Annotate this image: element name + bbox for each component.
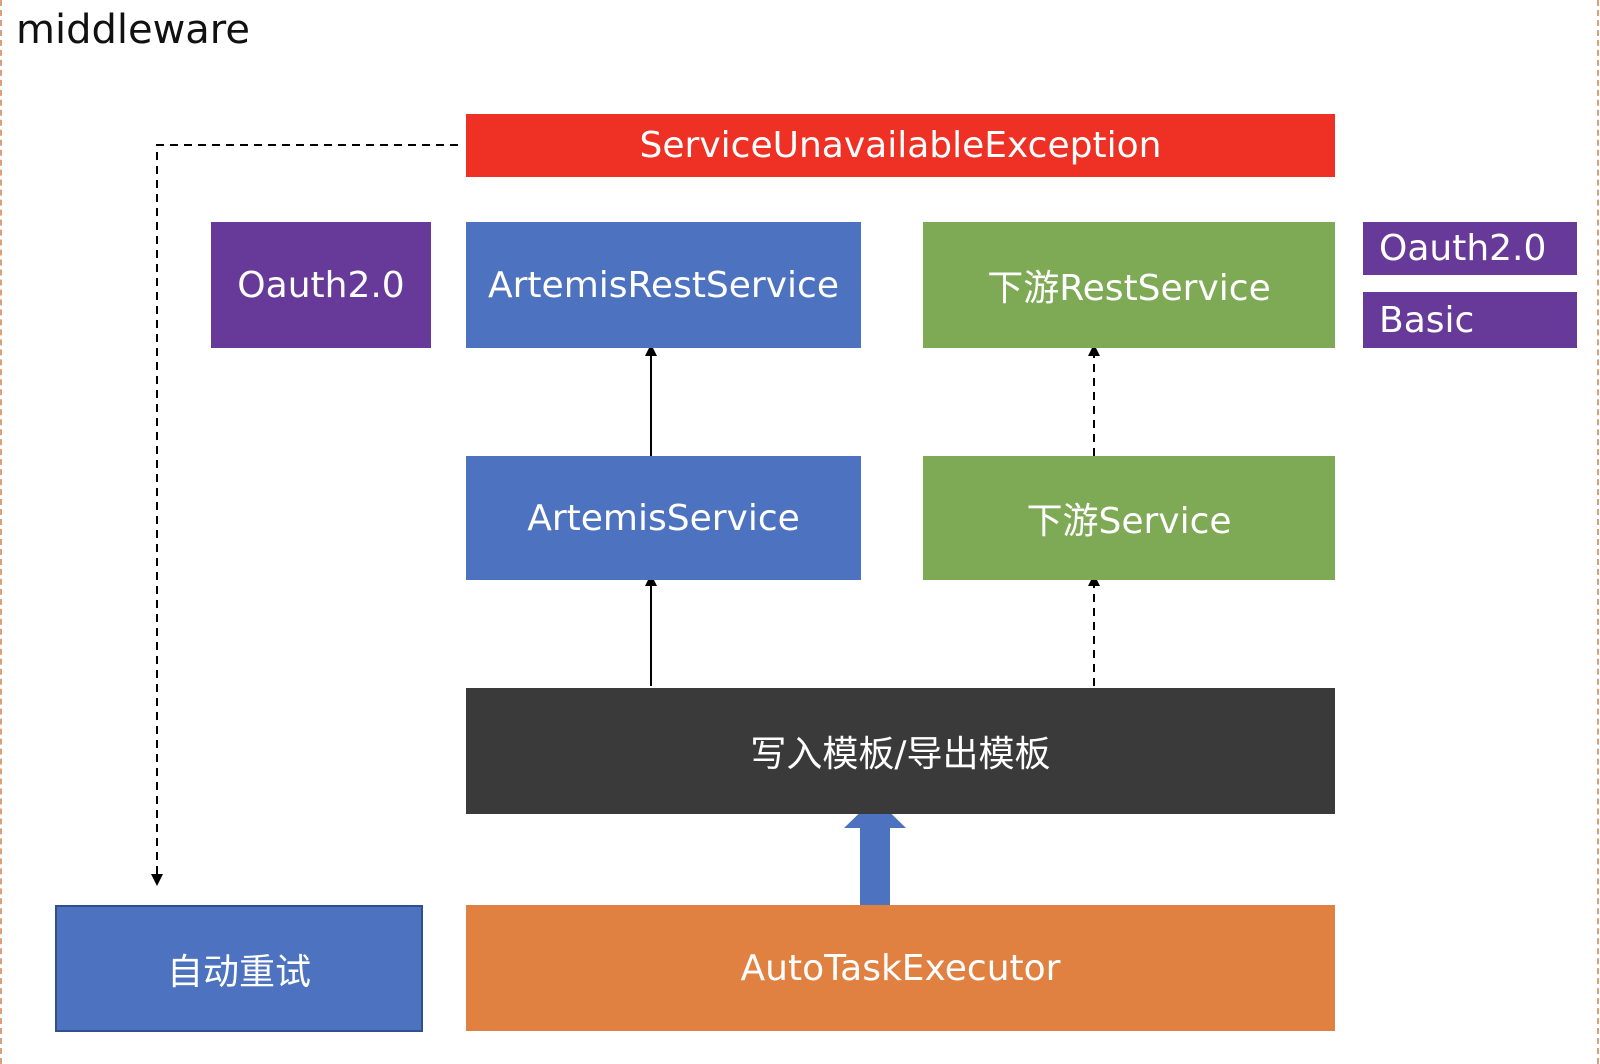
basic-auth-box: Basic xyxy=(1363,292,1577,348)
exception-to-retry-connector xyxy=(151,144,458,886)
auto-task-executor-box: AutoTaskExecutor xyxy=(466,905,1335,1031)
artemis-rest-service-box: ArtemisRestService xyxy=(466,222,861,348)
frame-left-border xyxy=(0,0,2,1064)
oauth-left-box: Oauth2.0 xyxy=(211,222,431,348)
diagram-title: middleware xyxy=(16,7,250,53)
oauth-right-box: Oauth2.0 xyxy=(1363,222,1577,275)
template-box: 写入模板/导出模板 xyxy=(466,688,1335,814)
auto-retry-box: 自动重试 xyxy=(55,905,423,1032)
downstream-rest-service-box: 下游RestService xyxy=(923,222,1335,348)
executor-to-template-block-arrow xyxy=(844,798,906,906)
exception-box: ServiceUnavailableException xyxy=(466,114,1335,177)
artemis-service-box: ArtemisService xyxy=(466,456,861,580)
frame-right-border xyxy=(1597,0,1599,1064)
downstream-service-box: 下游Service xyxy=(923,456,1335,580)
